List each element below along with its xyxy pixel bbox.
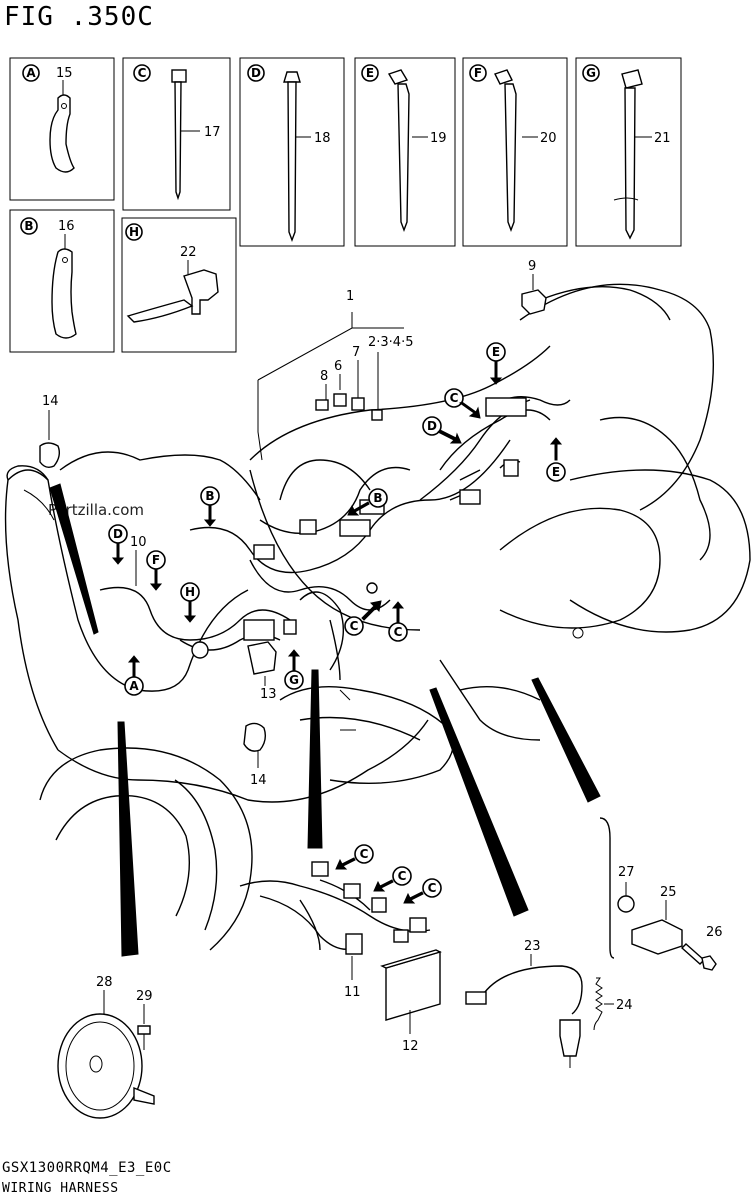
- callout-10: 10: [130, 535, 147, 550]
- watermark: Partzilla.com: [48, 501, 144, 519]
- callout-25: 25: [660, 885, 677, 900]
- marker-e2: E: [552, 465, 560, 479]
- callout-26: 26: [706, 925, 723, 940]
- part-label: 22: [180, 245, 197, 260]
- callout-2345: 2·3·4·5: [368, 335, 413, 350]
- motorcycle-outline: [4, 283, 751, 951]
- callout-9: 9: [528, 259, 536, 274]
- part-label: 21: [654, 131, 671, 146]
- leader-wedges: [49, 483, 601, 957]
- inset-letter: C: [138, 66, 147, 80]
- marker-h1: H: [185, 585, 195, 599]
- inset-c[interactable]: C 17: [122, 57, 231, 211]
- bracket-13: 13: [247, 641, 277, 702]
- inset-letter: D: [251, 66, 261, 80]
- marker-e1: E: [492, 345, 500, 359]
- callout-14b: 14: [250, 773, 267, 788]
- clamp-14-top: 14: [39, 394, 61, 469]
- inset-letter: G: [586, 66, 596, 80]
- inset-letter: H: [129, 225, 139, 239]
- sensor-lead-23[interactable]: 23: [465, 939, 583, 1068]
- callout-8: 8: [320, 369, 328, 384]
- marker-c2: C: [350, 619, 359, 633]
- marker-g1: G: [289, 673, 299, 687]
- inset-letter: A: [26, 66, 36, 80]
- model-code: GSX1300RRQM4_E3_E0C: [2, 1160, 172, 1176]
- callout-14a: 14: [42, 394, 59, 409]
- marker-b1: B: [205, 489, 214, 503]
- callout-23: 23: [524, 939, 541, 954]
- part-label: 15: [56, 66, 73, 81]
- callout-11: 11: [344, 985, 361, 1000]
- horn-28[interactable]: 28: [57, 975, 155, 1119]
- part-label: 17: [204, 125, 221, 140]
- main-harness[interactable]: [99, 396, 571, 681]
- callout-13: 13: [260, 687, 277, 702]
- inset-letter: E: [366, 66, 374, 80]
- marker-b2: B: [373, 491, 382, 505]
- marker-c1: C: [450, 391, 459, 405]
- callout-12: 12: [402, 1039, 419, 1054]
- callout-6: 6: [334, 359, 342, 374]
- bolt-29: 29: [136, 989, 153, 1050]
- inset-b[interactable]: B 16: [9, 209, 115, 353]
- inset-e[interactable]: E 19: [354, 57, 456, 247]
- diagram-caption: WIRING HARNESS: [2, 1181, 119, 1196]
- callout-1: 1: [346, 289, 354, 304]
- clip-markers: E C D E B B D F H A G C C C C C: [108, 342, 566, 904]
- marker-c5: C: [398, 869, 407, 883]
- marker-f1: F: [152, 553, 160, 567]
- marker-a1: A: [129, 679, 139, 693]
- inset-letter: F: [474, 66, 482, 80]
- callout-27: 27: [618, 865, 635, 880]
- figure-title: FIG .350C: [4, 2, 154, 32]
- marker-c3: C: [394, 625, 403, 639]
- fuse-9: 9: [521, 259, 547, 315]
- callout-28: 28: [96, 975, 113, 990]
- inset-a[interactable]: A 15: [9, 57, 115, 201]
- part-label: 16: [58, 219, 75, 234]
- clamp-14-bottom: 14: [243, 722, 267, 788]
- sub-harness-11[interactable]: 11: [239, 861, 431, 1000]
- marker-d1: D: [427, 419, 437, 433]
- callout-7: 7: [352, 345, 360, 360]
- ecu-12[interactable]: 12: [380, 949, 442, 1054]
- part-label: 18: [314, 131, 331, 146]
- marker-c4: C: [360, 847, 369, 861]
- inset-d[interactable]: D 18: [239, 57, 345, 247]
- marker-c6: C: [428, 881, 437, 895]
- callout-24: 24: [616, 998, 633, 1013]
- spring-24: 24: [593, 977, 633, 1031]
- harness-10: 10: [130, 535, 147, 586]
- part-label: 19: [430, 131, 447, 146]
- inset-letter: B: [24, 219, 33, 233]
- callout-29: 29: [136, 989, 153, 1004]
- part-label: 20: [540, 131, 557, 146]
- inset-f[interactable]: F 20: [462, 57, 568, 247]
- side-stand-switch[interactable]: 27 25 26: [599, 817, 723, 971]
- relay-group: 1 2·3·4·5 6 7 8: [257, 289, 413, 461]
- inset-g[interactable]: G 21: [575, 57, 682, 247]
- inset-h[interactable]: H 22: [121, 217, 237, 353]
- marker-d2: D: [113, 527, 123, 541]
